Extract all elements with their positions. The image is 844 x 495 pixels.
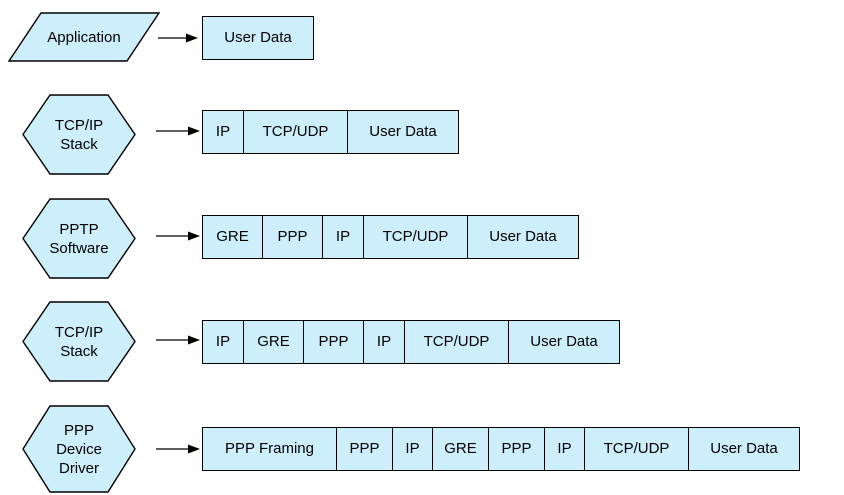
parallelogram-outline [7, 12, 161, 62]
packet-field: TCP/UDP [585, 428, 689, 470]
packet-field: IP [203, 111, 244, 153]
arrow-right-icon [156, 443, 200, 455]
packet-field: IP [393, 428, 433, 470]
packet-field: IP [323, 216, 364, 258]
packet-field: TCP/UDP [405, 321, 509, 363]
packet-field: IP [203, 321, 244, 363]
source-shape-ppp-device-driver: PPP Device Driver [22, 405, 136, 493]
packet-field: User Data [348, 111, 458, 153]
packet-field: PPP [337, 428, 393, 470]
hexagon-outline [22, 94, 136, 175]
source-shape-label-tcp-ip-stack-upper: TCP/IP Stack [54, 116, 104, 153]
packet-field: IP [545, 428, 585, 470]
source-shape-application: Application [7, 12, 161, 62]
packet-field: IP [364, 321, 405, 363]
source-shape-label-application: Application [47, 28, 121, 46]
arrow-right-icon [158, 32, 198, 44]
packet-field: GRE [433, 428, 489, 470]
packet-field: User Data [509, 321, 619, 363]
packet-field: GRE [244, 321, 304, 363]
packet-field: TCP/UDP [364, 216, 468, 258]
arrow-right-icon [156, 230, 200, 242]
source-shape-tcp-ip-stack-lower: TCP/IP Stack [22, 301, 136, 382]
source-shape-label-ppp-device-driver: PPP Device Driver [56, 421, 102, 477]
hexagon-outline [22, 198, 136, 279]
arrow-right-icon [156, 125, 200, 137]
source-shape-label-tcp-ip-stack-lower: TCP/IP Stack [54, 323, 104, 360]
arrow-right-icon [156, 334, 200, 346]
packet-field: User Data [689, 428, 799, 470]
packet-field: GRE [203, 216, 263, 258]
hexagon-outline [22, 405, 136, 493]
hexagon-outline [22, 301, 136, 382]
packet-field: PPP [263, 216, 323, 258]
source-shape-pptp-software: PPTP Software [22, 198, 136, 279]
packet-field: PPP [304, 321, 364, 363]
packet-field: PPP [489, 428, 545, 470]
packet-strip-application: User Data [202, 16, 314, 60]
packet-field: User Data [203, 17, 313, 59]
source-shape-tcp-ip-stack-upper: TCP/IP Stack [22, 94, 136, 175]
packet-field: User Data [468, 216, 578, 258]
packet-field: PPP Framing [203, 428, 337, 470]
packet-field: TCP/UDP [244, 111, 348, 153]
source-shape-label-pptp-software: PPTP Software [49, 220, 109, 257]
